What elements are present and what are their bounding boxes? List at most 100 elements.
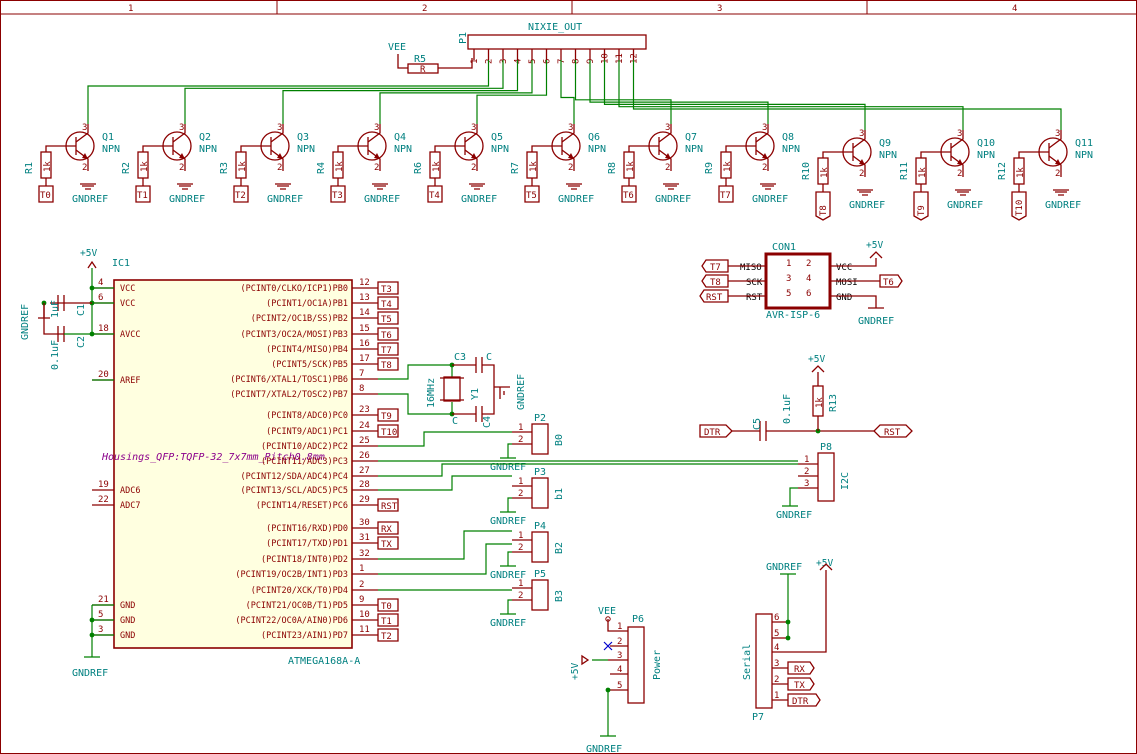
p7-value: Serial bbox=[742, 644, 753, 680]
transistor-ref: Q2 bbox=[199, 132, 211, 143]
header-ref: P2 bbox=[534, 413, 546, 424]
header-gndref: GNDREF bbox=[490, 462, 526, 473]
ic1-net-text: T2 bbox=[381, 632, 392, 642]
p6-ref: P6 bbox=[632, 614, 644, 625]
p6-pin: 1 bbox=[617, 622, 622, 632]
ic1-right-pin-num: 30 bbox=[359, 518, 370, 528]
ic1-right-pin-name: (PCINT6/XTAL1/TOSC1)PB6 bbox=[230, 375, 348, 385]
nixie-pin-9: 9 bbox=[586, 59, 596, 64]
transistor-type: NPN bbox=[102, 144, 120, 155]
ic1-right-pin-num: 13 bbox=[359, 293, 370, 303]
net-dtr-label bbox=[699, 424, 733, 438]
ic1-right-pin-num: 27 bbox=[359, 466, 370, 476]
net-t5-label bbox=[377, 311, 399, 325]
ic1-right-pin-name: (PCINT22/OC0A/AIN0)PD6 bbox=[235, 616, 348, 626]
p7-pin: 5 bbox=[774, 629, 779, 639]
r5-value: R bbox=[420, 65, 426, 75]
header-pin-1: 1 bbox=[518, 423, 523, 433]
header-pin-2: 2 bbox=[518, 591, 523, 601]
p6-pin: 5 bbox=[617, 681, 622, 691]
base-resistor-value: 1k bbox=[820, 167, 830, 178]
ic1-right-pin-num: 9 bbox=[359, 595, 364, 605]
net-input-label bbox=[330, 185, 346, 203]
net-input-text: T10 bbox=[1015, 200, 1025, 216]
p8-gndref: GNDREF bbox=[776, 510, 812, 521]
nixie-pin-6: 6 bbox=[543, 59, 553, 64]
ic1-right-pin-name: (PCINT4/MISO)PB4 bbox=[266, 345, 348, 355]
ic1-left-pin-num: 3 bbox=[98, 625, 103, 635]
ic1-net-text: RST bbox=[381, 502, 398, 512]
reset-dtr-text: DTR bbox=[704, 428, 721, 438]
transistor-pin-c: 3 bbox=[277, 123, 282, 133]
ic1-left-pin-num: 18 bbox=[98, 324, 109, 334]
ic1-right-pin-num: 25 bbox=[359, 436, 370, 446]
net-input-label bbox=[718, 185, 734, 203]
ic1-right-pin-name: (PCINT11/ADC3)PC3 bbox=[261, 457, 348, 467]
base-resistor-value: 1k bbox=[335, 161, 345, 172]
nixie-ref: P1 bbox=[458, 32, 469, 44]
transistor-ref: Q5 bbox=[491, 132, 503, 143]
net-t0-label bbox=[377, 598, 399, 612]
transistor-pin-e: 2 bbox=[179, 163, 184, 173]
ic1-microcontroller: IC1 ATMEGA168A-A Housings_QFP:TQFP-32_7x… bbox=[92, 258, 399, 667]
net-tx-label bbox=[377, 536, 399, 550]
p8-pin-1: 1 bbox=[804, 455, 809, 465]
ic1-left-pin-name: ADC7 bbox=[120, 501, 140, 511]
base-resistor-ref: R8 bbox=[607, 162, 618, 174]
ic1-net-text: T0 bbox=[381, 602, 392, 612]
y1-value: 16MHz bbox=[426, 378, 437, 408]
base-resistor-value: 1k bbox=[529, 161, 539, 172]
nixie-pin-11: 11 bbox=[615, 53, 625, 64]
ic1-net-text: T6 bbox=[381, 331, 392, 341]
ic1-left-pin-name: VCC bbox=[120, 284, 135, 294]
ic1-net-text: T7 bbox=[381, 346, 392, 356]
net-t8-label bbox=[377, 357, 399, 371]
transistor-gndref: GNDREF bbox=[1045, 200, 1081, 211]
isp-net-sck: T8 bbox=[710, 278, 721, 288]
c3-value: C bbox=[486, 352, 492, 363]
p7-pin: 1 bbox=[774, 691, 779, 701]
transistor-pin-c: 3 bbox=[179, 123, 184, 133]
net-input-label bbox=[913, 191, 929, 221]
p8-pin-2: 2 bbox=[804, 467, 809, 477]
nixie-pin-5: 5 bbox=[528, 59, 538, 64]
transistor-pin-c: 3 bbox=[1055, 129, 1060, 139]
transistor-pin-e: 2 bbox=[859, 169, 864, 179]
isp-name-gnd: GND bbox=[836, 293, 852, 303]
isp-name-rst: RST bbox=[746, 293, 763, 303]
ic1-right-pin-name: (PCINT0/CLKO/ICP1)PB0 bbox=[241, 284, 348, 294]
p8-pin-3: 3 bbox=[804, 479, 809, 489]
ic1-right-pin-name: (PCINT12/SDA/ADC4)PC4 bbox=[241, 472, 348, 482]
ic1-right-pin-num: 14 bbox=[359, 308, 370, 318]
ic1-footprint: Housings_QFP:TQFP-32_7x7mm_Pitch0.8mm bbox=[101, 452, 325, 463]
p6-value: Power bbox=[652, 650, 663, 680]
ic1-left-pin-name: ADC6 bbox=[120, 486, 140, 496]
transistor-gndref: GNDREF bbox=[947, 200, 983, 211]
transistor-type: NPN bbox=[588, 144, 606, 155]
transistor-type: NPN bbox=[1075, 150, 1093, 161]
net-t1-label bbox=[377, 613, 399, 627]
net-rst-label bbox=[377, 498, 399, 512]
isp-plus5: +5V bbox=[866, 240, 883, 251]
net-input-text: T1 bbox=[137, 191, 148, 201]
transistor-gndref: GNDREF bbox=[461, 194, 497, 205]
transistor-ref: Q8 bbox=[782, 132, 794, 143]
transistor-wires bbox=[87, 60, 1062, 130]
nixie-pin-4: 4 bbox=[514, 59, 524, 64]
base-resistor-ref: R7 bbox=[510, 162, 521, 174]
c3-ref: C3 bbox=[454, 352, 466, 363]
transistor-type: NPN bbox=[297, 144, 315, 155]
transistor-gndref: GNDREF bbox=[169, 194, 205, 205]
p7-net-dtr: DTR bbox=[792, 697, 809, 707]
c5-value: 0.1uF bbox=[782, 394, 793, 424]
isp-pin-2: 2 bbox=[806, 259, 811, 269]
transistor-ref: Q9 bbox=[879, 138, 891, 149]
transistor-type: NPN bbox=[685, 144, 703, 155]
transistor-ref: Q4 bbox=[394, 132, 406, 143]
net-input-text: T3 bbox=[332, 191, 343, 201]
p7-net-tx: TX bbox=[794, 681, 805, 691]
